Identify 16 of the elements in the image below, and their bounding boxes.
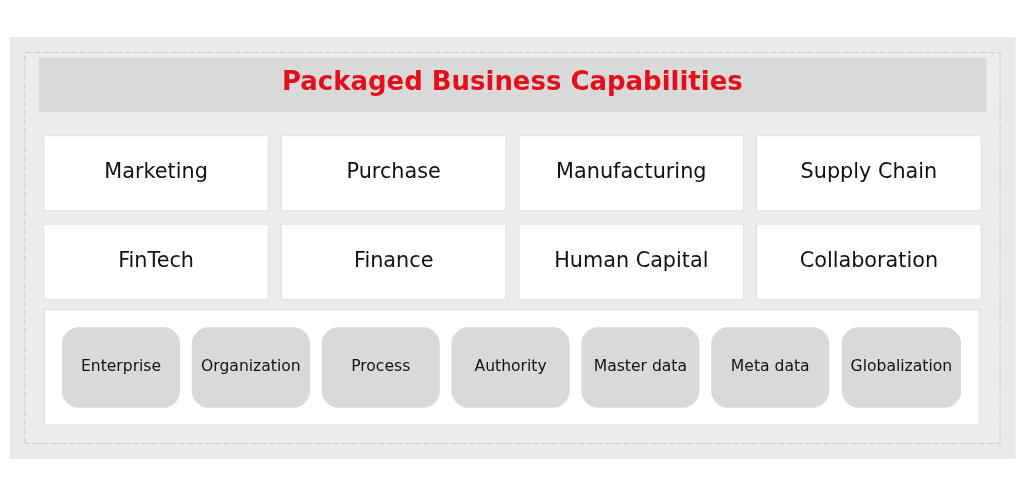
node-box: Process [321, 326, 440, 408]
node-box: Globalization [841, 326, 961, 408]
node-box: Human Capital [517, 222, 744, 300]
node-box: Authority [450, 326, 570, 408]
node-box: Master data [580, 326, 699, 408]
node-box: Collaboration [755, 222, 982, 300]
node-box: FinTech [42, 222, 269, 300]
node-box: Meta data [710, 326, 829, 408]
node-box: Enterprise [61, 326, 180, 408]
node-box: Organization [191, 326, 310, 408]
node-box: Finance [280, 222, 507, 300]
cluster [43, 308, 980, 426]
node-box: Marketing [42, 134, 269, 212]
node-box: Purchase [280, 134, 507, 212]
node-box: Supply Chain [755, 134, 982, 212]
node-box: Manufacturing [517, 134, 744, 212]
